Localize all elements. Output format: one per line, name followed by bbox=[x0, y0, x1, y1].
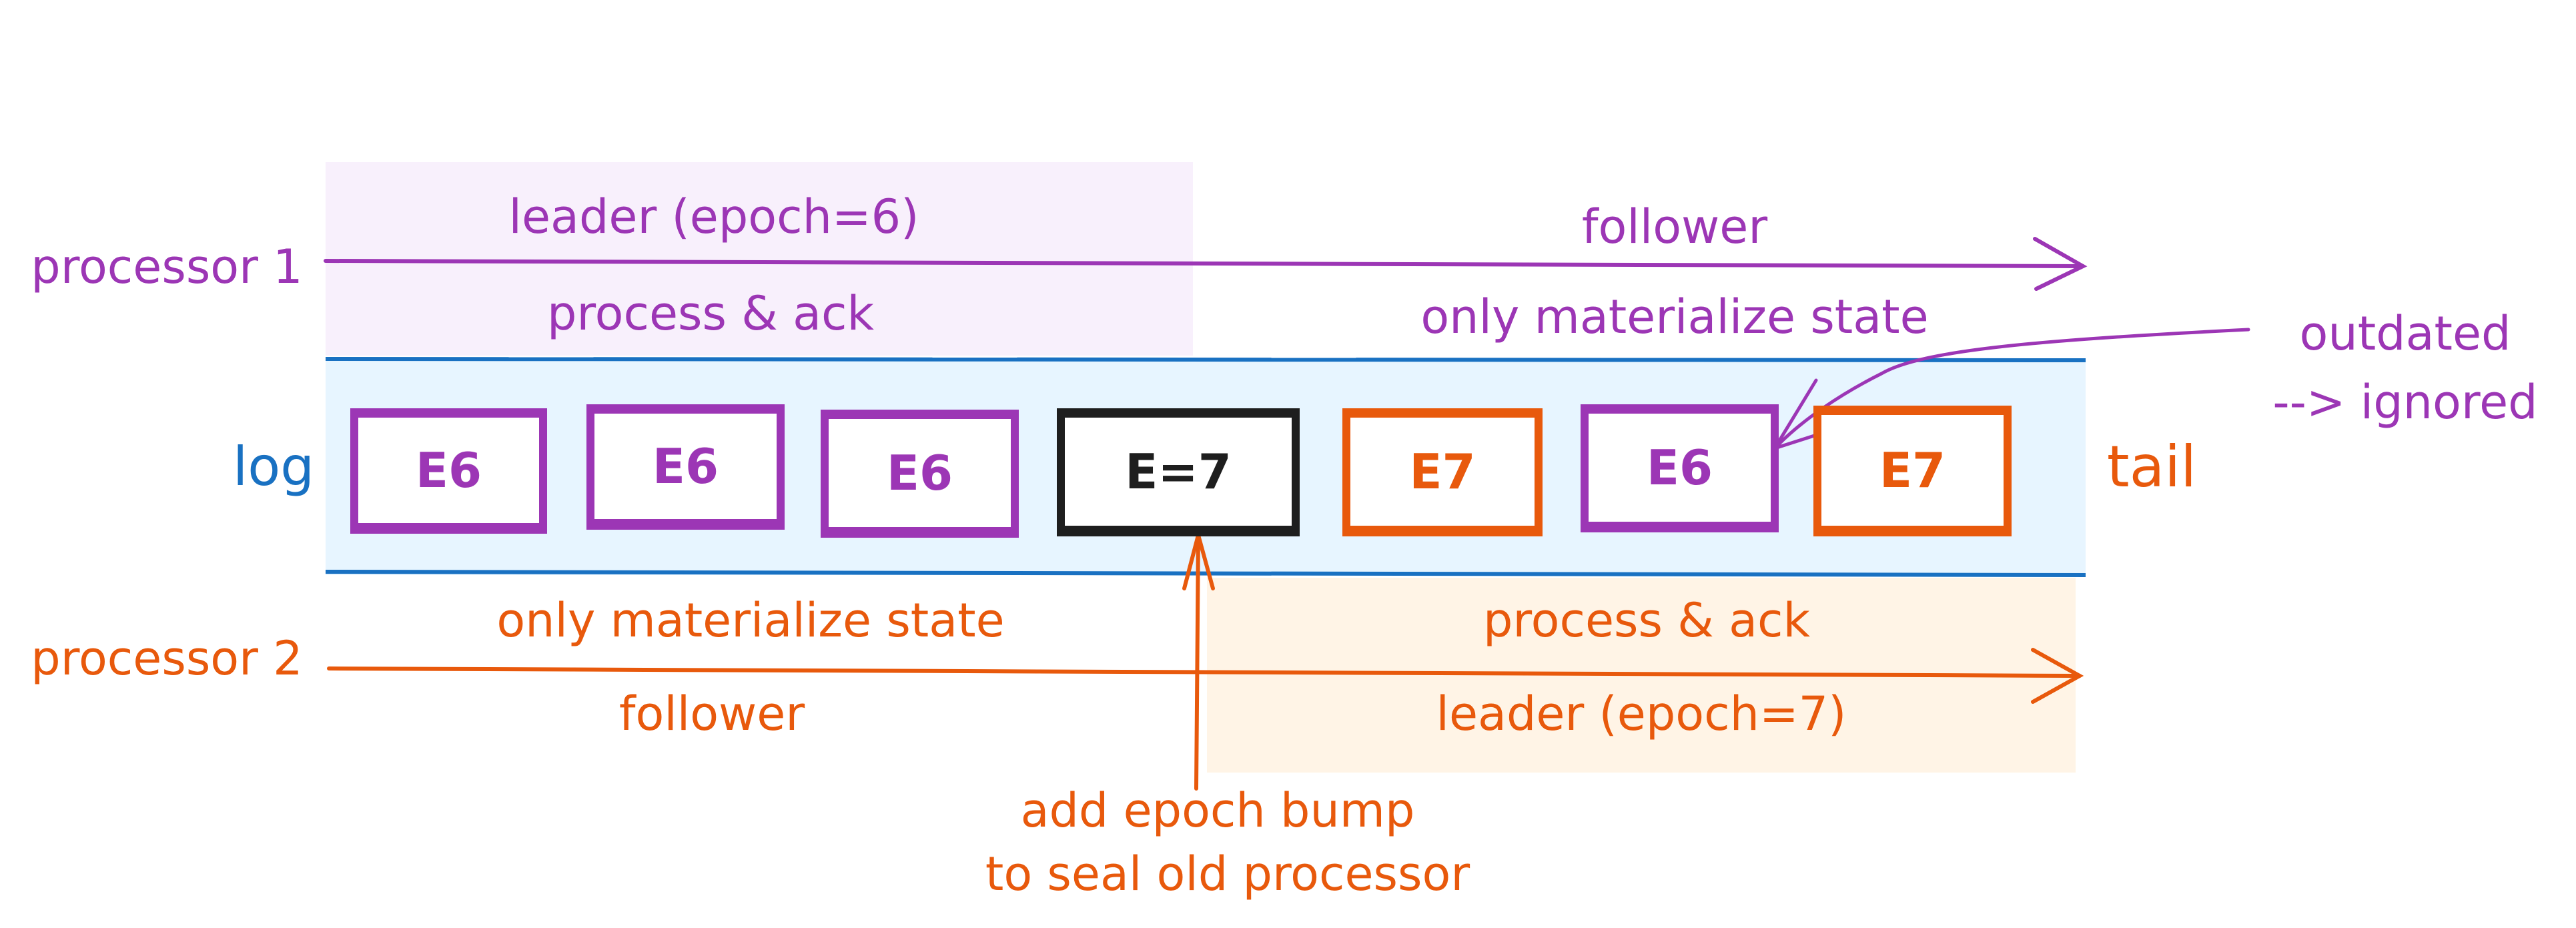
epoch-bump-annotation-line2: to seal old processor bbox=[985, 847, 1470, 901]
processor1-follower-role: follower bbox=[1581, 199, 1768, 254]
processor1-leader-action: process & ack bbox=[547, 286, 874, 341]
log-entry-epoch-bump: E=7 bbox=[1057, 408, 1300, 536]
processor1-label: processor 1 bbox=[31, 240, 303, 294]
processor2-follower-action: only materialize state bbox=[496, 593, 1005, 648]
outdated-annotation-line1: outdated bbox=[2299, 306, 2511, 361]
log-entry: E7 bbox=[1342, 408, 1543, 536]
processor1-timeline-arrow bbox=[324, 237, 2088, 291]
processor1-follower-action: only materialize state bbox=[1420, 290, 1929, 344]
processor2-label: processor 2 bbox=[31, 631, 303, 686]
processor2-leader-role: leader (epoch=7) bbox=[1436, 686, 1847, 741]
log-entry-label: E6 bbox=[415, 442, 482, 498]
processor2-timeline-arrow bbox=[327, 648, 2084, 704]
processor2-follower-role: follower bbox=[618, 686, 805, 741]
log-entry-label: E7 bbox=[1879, 442, 1946, 498]
log-entry-label: E6 bbox=[652, 438, 719, 494]
epoch-bump-arrow bbox=[1182, 527, 1215, 791]
tail-label: tail bbox=[2106, 434, 2197, 500]
log-top-border bbox=[325, 357, 2086, 362]
processor2-leader-action: process & ack bbox=[1483, 593, 1810, 648]
log-entry: E7 bbox=[1813, 406, 2012, 536]
log-entry-label: E=7 bbox=[1125, 444, 1232, 500]
log-entry: E6 bbox=[586, 404, 785, 530]
processor1-leader-region bbox=[326, 162, 1193, 356]
log-entry-label: E7 bbox=[1409, 444, 1476, 500]
processor1-leader-role: leader (epoch=6) bbox=[508, 189, 919, 244]
outdated-annotation-line2: --> ignored bbox=[2272, 375, 2538, 430]
log-label: log bbox=[233, 436, 314, 498]
log-entry-label: E6 bbox=[886, 445, 953, 501]
epoch-bump-annotation-line1: add epoch bump bbox=[1020, 783, 1415, 838]
log-entry: E6 bbox=[821, 410, 1019, 538]
log-entry: E6 bbox=[350, 408, 547, 534]
log-bottom-border bbox=[325, 570, 2086, 577]
log-entry-label: E6 bbox=[1646, 440, 1713, 496]
log-entry-outdated: E6 bbox=[1581, 404, 1779, 532]
